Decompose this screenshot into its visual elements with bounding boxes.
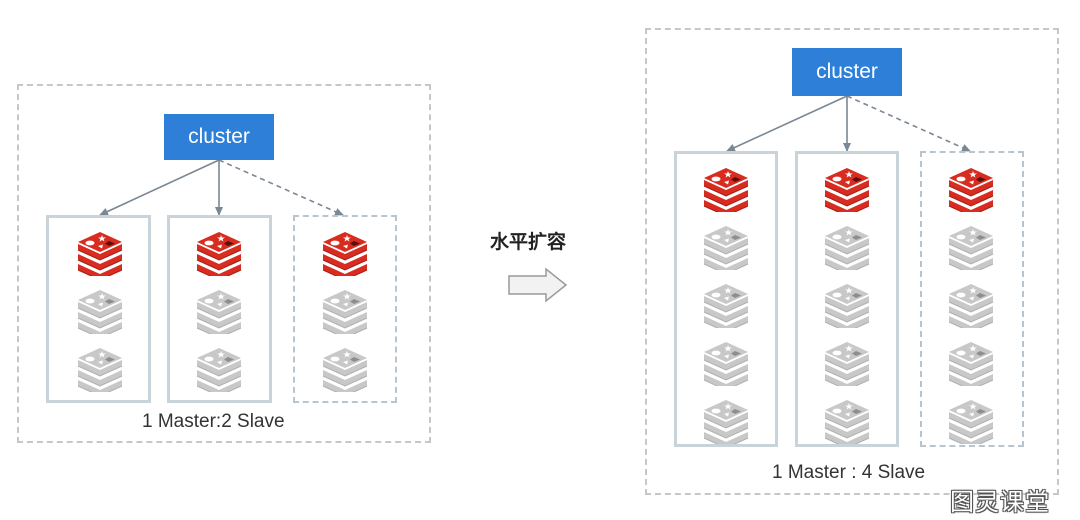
horizontal-scale-label: 水平扩容: [490, 232, 567, 253]
redis-master-icon: [321, 228, 369, 281]
right-arrow-icon: [508, 267, 568, 303]
redis-slave-icon: [823, 280, 871, 333]
redis-slave-icon: [947, 222, 995, 275]
right-node-column-3: [920, 151, 1024, 447]
right-ratio-caption: 1 Master : 4 Slave: [772, 462, 926, 483]
left-connector-1: [99, 159, 220, 216]
redis-slave-icon: [321, 286, 369, 339]
redis-master-icon: [76, 228, 124, 281]
redis-master-icon: [702, 164, 750, 217]
redis-master-icon: [823, 164, 871, 217]
redis-slave-icon: [823, 338, 871, 391]
left-node-column-2: [167, 215, 272, 403]
right-cluster-frame: [645, 28, 1059, 495]
right-cluster-box: cluster: [792, 48, 902, 96]
redis-slave-icon: [702, 396, 750, 449]
left-ratio-caption: 1 Master:2 Slave: [142, 411, 285, 432]
redis-slave-icon: [947, 280, 995, 333]
watermark: 图灵课堂: [950, 488, 1050, 516]
right-node-column-1: [674, 151, 778, 447]
redis-slave-icon: [195, 286, 243, 339]
left-node-column-1: [46, 215, 151, 403]
redis-slave-icon: [823, 222, 871, 275]
right-connector-1: [726, 95, 848, 152]
right-node-column-2: [795, 151, 899, 447]
redis-slave-icon: [76, 286, 124, 339]
redis-slave-icon: [823, 396, 871, 449]
redis-master-icon: [947, 164, 995, 217]
redis-slave-icon: [321, 344, 369, 397]
left-cluster-box: cluster: [164, 114, 274, 160]
redis-slave-icon: [702, 222, 750, 275]
redis-slave-icon: [702, 280, 750, 333]
left-cluster-frame: [17, 84, 431, 443]
right-connector-3: [846, 95, 971, 152]
redis-slave-icon: [702, 338, 750, 391]
left-node-column-3: [293, 215, 397, 403]
redis-slave-icon: [76, 344, 124, 397]
left-connector-3: [218, 159, 344, 216]
redis-slave-icon: [195, 344, 243, 397]
redis-slave-icon: [947, 338, 995, 391]
redis-slave-icon: [947, 396, 995, 449]
redis-master-icon: [195, 228, 243, 281]
